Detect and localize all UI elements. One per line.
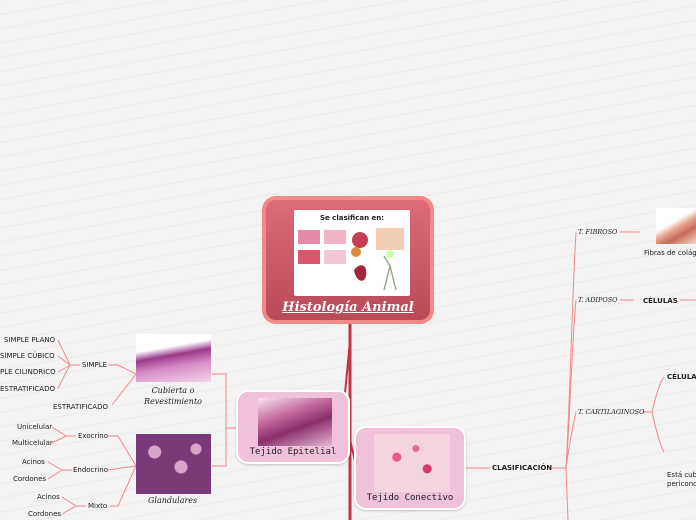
link-cart-items xyxy=(642,376,665,453)
fibroso-caption: Fibras de colág xyxy=(644,249,696,257)
estratificado-label: ESTRATIFICADO xyxy=(53,403,108,411)
simple-item-0: SIMPLE PLANO xyxy=(4,336,56,344)
central-node[interactable]: Se clasifican en: Histología Animal xyxy=(262,196,434,324)
conectivo-label: Tejido Conectivo xyxy=(366,493,454,503)
exocrino-label: Exocrino xyxy=(78,432,109,440)
endocrino-item-1: Cordones xyxy=(13,475,47,483)
link-cubierta-simple xyxy=(108,364,137,375)
conectivo-image xyxy=(374,434,450,492)
pericond-text: pericond xyxy=(667,480,696,488)
simple-label: SIMPLE xyxy=(82,361,108,369)
central-title: Histología Animal xyxy=(282,300,414,315)
celula-cut-label: CÉLULA xyxy=(667,373,696,381)
simple-item-3: ESTRATIFICADO xyxy=(0,385,55,393)
link-epitelial-glandulares xyxy=(212,428,227,467)
esta-cub-text: Está cub xyxy=(667,471,696,479)
endocrino-label: Endocrino xyxy=(73,466,108,474)
simple-item-2: PLE CILINDRICO xyxy=(0,368,56,376)
endocrino-item-0: Acinos xyxy=(22,458,45,466)
link-mixto-items xyxy=(61,496,86,515)
node-tejido-epitelial[interactable]: Tejido Epitelial xyxy=(236,390,350,464)
link-simple-items xyxy=(57,339,80,389)
epitelial-image xyxy=(258,398,332,446)
link-endo-items xyxy=(47,461,72,480)
mixto-item-1: Cordones xyxy=(28,510,62,518)
link-gland-exocrino xyxy=(108,435,137,467)
mixto-item-0: Acinos xyxy=(37,493,60,501)
fibroso-image xyxy=(656,208,696,244)
central-image-caption: Se clasifican en: xyxy=(319,214,385,222)
clasificacion-label: CLASIFICACIÓN xyxy=(492,464,553,472)
cubierta-label: Cubierta o Revestimiento xyxy=(144,386,202,406)
cubierta-image xyxy=(136,334,211,382)
link-clasif-cart xyxy=(565,411,577,469)
epitelial-label: Tejido Epitelial xyxy=(249,447,337,457)
link-cubierta-estrat xyxy=(111,373,137,406)
central-image: Se clasifican en: xyxy=(294,210,410,296)
link-exo-items xyxy=(51,426,76,444)
mixto-label: Mixto xyxy=(88,502,108,510)
link-clasif-adiposo xyxy=(565,299,577,469)
celulas-label: CÉLULAS xyxy=(643,297,678,305)
exocrino-item-1: Multicelular xyxy=(12,439,53,447)
tissue-collage-icon xyxy=(298,228,404,291)
link-epitelial-cubierta xyxy=(212,373,238,429)
link-gland-endocrino xyxy=(107,465,137,471)
link-gland-mixto xyxy=(110,465,137,507)
cartilaginoso-label: T. CARTILAGINOSO xyxy=(578,408,645,416)
glandulares-image xyxy=(136,434,211,494)
link-clasif-down xyxy=(565,467,569,520)
exocrino-item-0: Unicelular xyxy=(17,423,53,431)
adiposo-label: T. ADIPOSO xyxy=(578,296,618,304)
simple-item-1: SIMPLE CÚBICO xyxy=(0,352,55,360)
glandulares-label: Glandulares xyxy=(148,496,198,505)
node-tejido-conectivo[interactable]: Tejido Conectivo xyxy=(354,426,466,510)
fibroso-label: T. FIBROSO xyxy=(578,228,618,236)
